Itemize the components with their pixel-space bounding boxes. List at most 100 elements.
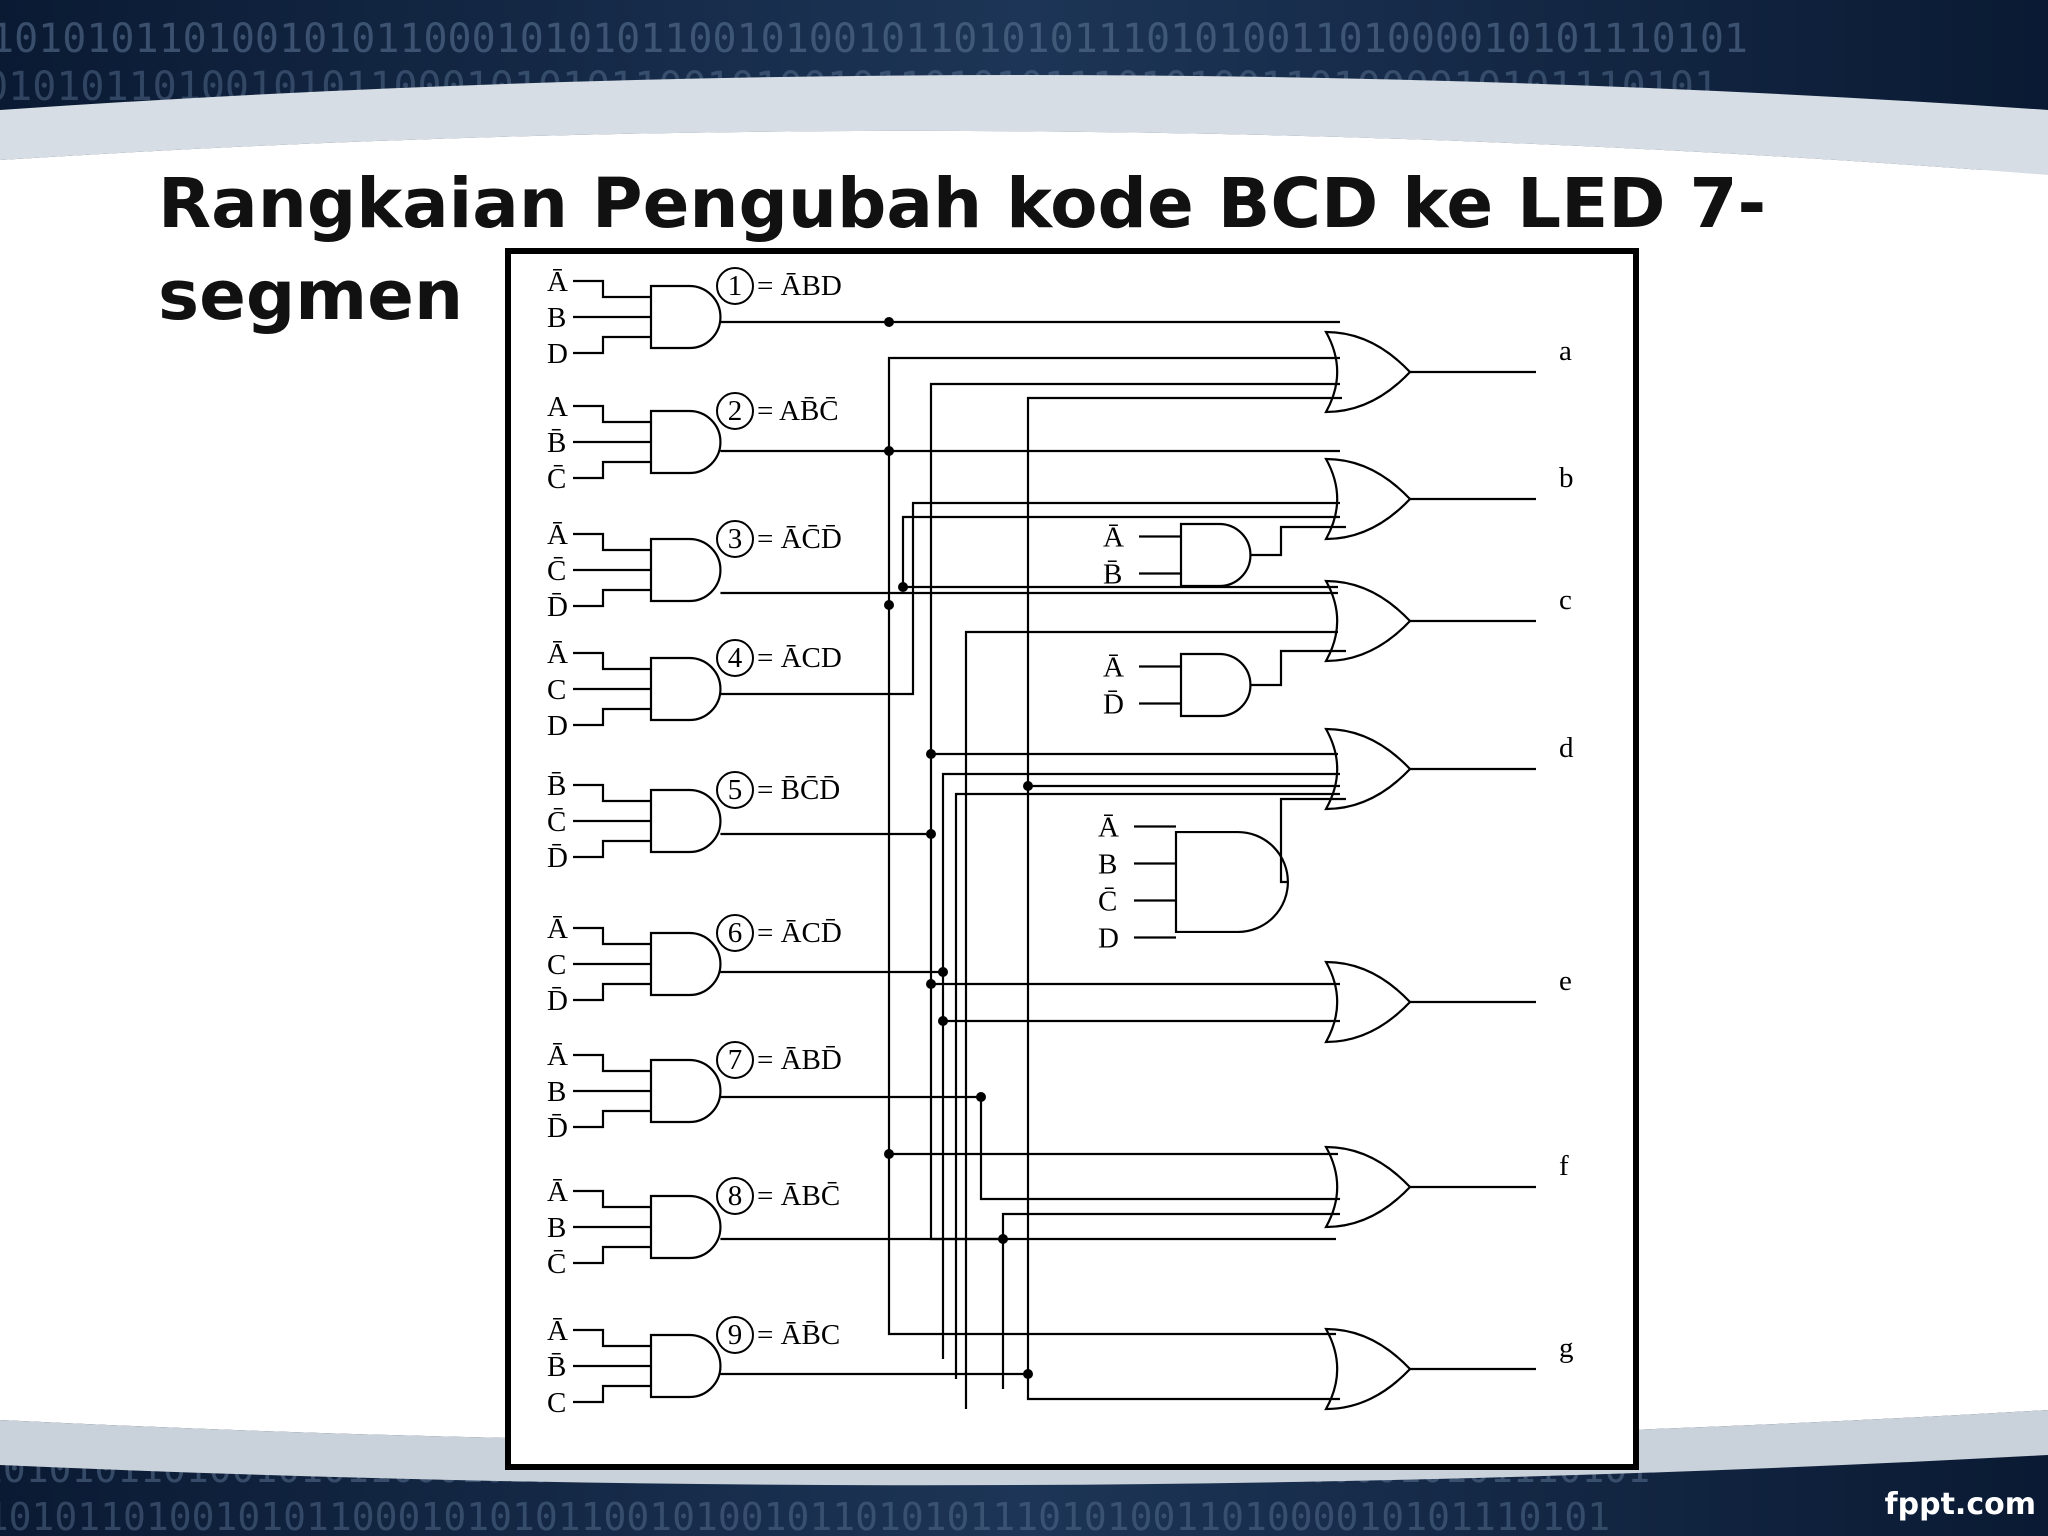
wire (901, 515, 1340, 589)
gate-number: 7 (728, 1044, 743, 1076)
wire (979, 1097, 1340, 1201)
gate-input-label: Ā (547, 1040, 568, 1072)
wire (1001, 1212, 1340, 1389)
junction-dot (926, 749, 936, 759)
aux-gate-input-label: Ā (1103, 652, 1124, 684)
gate-expression: = AB̄C̄ (757, 395, 839, 427)
and-gate-7 (649, 1058, 722, 1124)
gate-number-circle (716, 639, 754, 677)
gate-number-circle (716, 1177, 754, 1215)
or-gate-b (1324, 457, 1412, 541)
gate-input-label: C̄ (547, 555, 566, 587)
gate-number-circle (716, 914, 754, 952)
gate-number-circle (716, 771, 754, 809)
gate-expression: = ĀCD̄ (757, 917, 842, 949)
gate-input-label: B̄ (547, 427, 566, 459)
gate-input-label: Ā (547, 638, 568, 670)
gate-input-label: B̄ (547, 770, 566, 802)
gate-expression: = ĀB̄C (757, 1319, 840, 1351)
aux-gate-input-label: Ā (1103, 522, 1124, 554)
gate-expression: = ĀBD (757, 270, 842, 302)
wire (573, 783, 651, 803)
and-gate-1 (649, 284, 722, 350)
gate-input-label: C (547, 674, 566, 706)
segment-output-label: c (1559, 584, 1572, 616)
wire (573, 1384, 651, 1404)
gate-number: 1 (728, 270, 743, 302)
wire (573, 532, 651, 552)
gate-input-label: D̄ (547, 842, 568, 874)
gate-number: 4 (728, 642, 743, 674)
binary-texture-top-1: 1010101101001010110001010101100101001011… (0, 16, 1748, 62)
wire (573, 1109, 651, 1129)
junction-dot (884, 446, 894, 456)
wire (573, 588, 651, 608)
aux-gate-input-label: C̄ (1098, 886, 1117, 918)
wire (573, 335, 651, 355)
wire (573, 926, 651, 946)
segment-output-label: g (1559, 1332, 1574, 1364)
gate-input-label: Ā (547, 1315, 568, 1347)
aux-gate-input-label: Ā (1098, 812, 1119, 844)
segment-output-label: f (1559, 1150, 1569, 1182)
gate-number-circle (716, 1041, 754, 1079)
aux-and-gate-1 (1179, 522, 1252, 588)
footer-brand: fppt.com (1884, 1487, 2036, 1522)
and-gate-3 (649, 537, 722, 603)
gate-number-circle (716, 392, 754, 430)
slide-title: Rangkaian Pengubah kode BCD ke LED 7-seg… (158, 164, 1767, 336)
and-gate-8 (649, 1194, 722, 1260)
wire (573, 1245, 651, 1265)
or-gate-d (1324, 727, 1412, 811)
gate-input-label: Ā (547, 519, 568, 551)
wire (573, 707, 651, 727)
aux-gate-input-label: D̄ (1103, 689, 1124, 721)
binary-texture-bottom-2: 1010101101001010110001010101100101001011… (0, 1495, 1610, 1536)
aux-gate-input-label: B̄ (1103, 559, 1122, 591)
aux-and-gate-3 (1174, 830, 1289, 934)
gate-expression: = B̄C̄D̄ (757, 774, 840, 806)
gate-number: 2 (728, 395, 743, 427)
wire (573, 982, 651, 1002)
gate-input-label: A (547, 391, 568, 423)
or-gate-a (1324, 330, 1412, 414)
wire (573, 404, 651, 424)
top-silver-banner (0, 75, 2048, 175)
segment-output-label: b (1559, 462, 1574, 494)
wire (573, 1189, 651, 1209)
wire (887, 356, 1340, 1336)
wire (941, 772, 1340, 1359)
gate-expression: = ĀCD (757, 642, 842, 674)
wire (573, 1053, 651, 1073)
or-gate-f (1324, 1145, 1412, 1229)
gate-input-label: Ā (547, 913, 568, 945)
wire (1026, 396, 1342, 1401)
gate-input-label: C̄ (547, 463, 566, 495)
wire (954, 792, 1340, 1379)
wire (573, 460, 651, 480)
gate-number: 5 (728, 774, 743, 806)
wire (573, 279, 651, 299)
gate-input-label: D (547, 710, 568, 742)
gate-input-label: C̄ (547, 1248, 566, 1280)
gate-input-label: D (547, 338, 568, 370)
wire (573, 1328, 651, 1348)
gate-number: 3 (728, 523, 743, 555)
junction-dot (884, 600, 894, 610)
gate-input-label: C (547, 1387, 566, 1419)
aux-gate-input-label: B (1098, 849, 1117, 881)
gate-input-label: B (547, 1076, 566, 1108)
gate-input-label: Ā (547, 1176, 568, 1208)
junction-dot (938, 1016, 948, 1026)
gate-number-circle (716, 267, 754, 305)
gate-number-circle (716, 1316, 754, 1354)
wire (573, 651, 651, 671)
gate-input-label: B (547, 302, 566, 334)
gate-input-label: Ā (547, 266, 568, 298)
junction-dot (884, 317, 894, 327)
wire (929, 382, 1340, 1241)
gate-input-label: C (547, 949, 566, 981)
or-gate-c (1324, 579, 1412, 663)
or-gate-e (1324, 960, 1412, 1044)
